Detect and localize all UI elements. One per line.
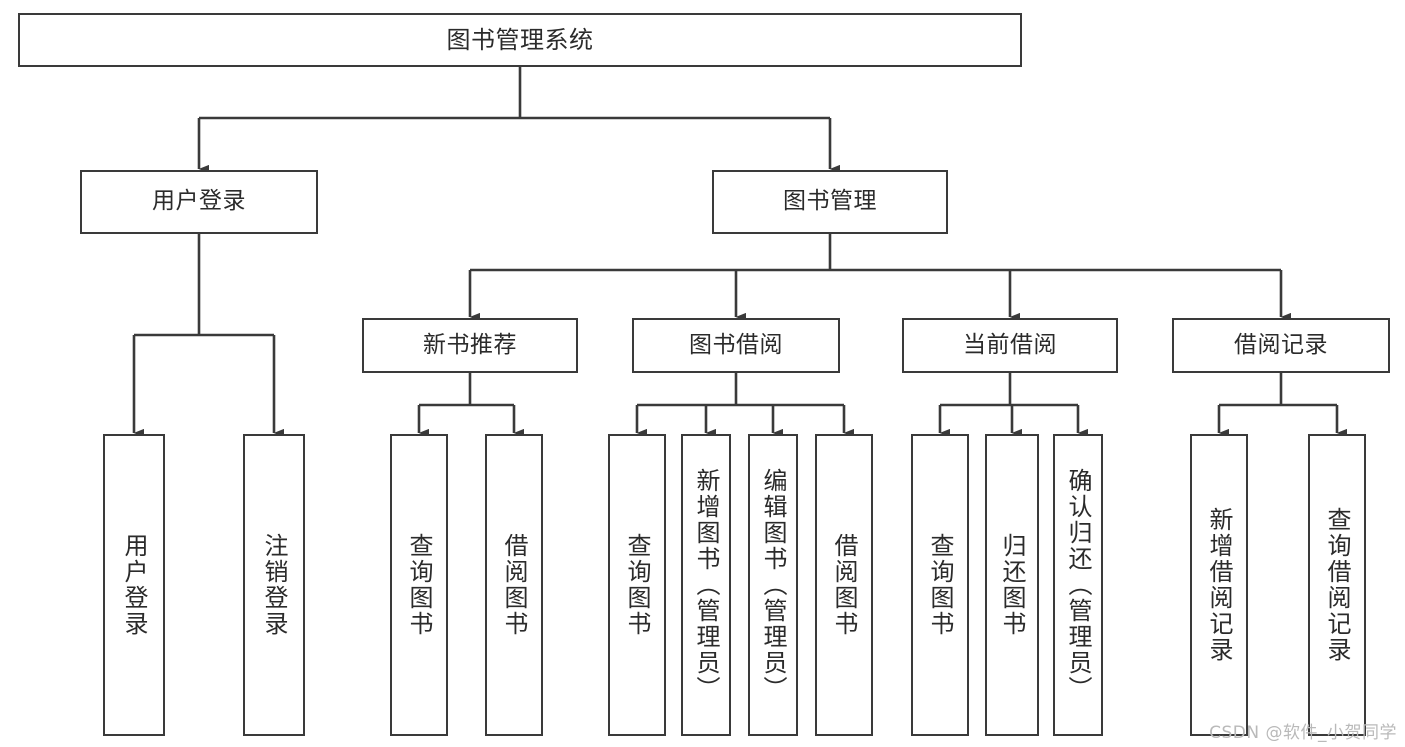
node-label: 图书管理 (783, 188, 877, 215)
node-label: 当前借阅 (963, 331, 1057, 358)
node-level2[interactable]: 用户登录 (80, 170, 318, 234)
node-label: 借阅图书 (830, 533, 858, 637)
node-label: 借阅记录 (1234, 331, 1328, 358)
node-label: 图书管理系统 (446, 25, 594, 54)
node-label: 查询图书 (926, 533, 954, 637)
node-leaf[interactable]: 编辑图书（管理员） (748, 434, 798, 736)
node-label: 图书借阅 (689, 331, 783, 358)
node-label: 查询图书 (405, 533, 433, 637)
node-label: 新增图书（管理员） (692, 468, 720, 702)
node-level3[interactable]: 图书借阅 (632, 318, 840, 373)
node-label: 新增借阅记录 (1205, 507, 1233, 663)
node-leaf[interactable]: 查询图书 (390, 434, 448, 736)
node-level2[interactable]: 图书管理 (712, 170, 948, 234)
node-leaf[interactable]: 注销登录 (243, 434, 305, 736)
node-level3[interactable]: 新书推荐 (362, 318, 578, 373)
node-leaf[interactable]: 新增借阅记录 (1190, 434, 1248, 736)
node-leaf[interactable]: 确认归还（管理员） (1053, 434, 1103, 736)
node-level3[interactable]: 当前借阅 (902, 318, 1118, 373)
connector-layer (132, 67, 1348, 438)
node-label: 借阅图书 (500, 533, 528, 637)
node-label: 新书推荐 (423, 331, 517, 358)
node-leaf[interactable]: 新增图书（管理员） (681, 434, 731, 736)
node-root[interactable]: 图书管理系统 (18, 13, 1022, 67)
node-label: 用户登录 (152, 188, 246, 215)
node-label: 归还图书 (998, 533, 1026, 637)
node-label: 确认归还（管理员） (1064, 468, 1092, 702)
node-leaf[interactable]: 借阅图书 (815, 434, 873, 736)
node-label: 查询图书 (623, 533, 651, 637)
node-label: 查询借阅记录 (1323, 507, 1351, 663)
node-leaf[interactable]: 查询借阅记录 (1308, 434, 1366, 736)
node-leaf[interactable]: 查询图书 (911, 434, 969, 736)
node-leaf[interactable]: 查询图书 (608, 434, 666, 736)
node-level3[interactable]: 借阅记录 (1172, 318, 1390, 373)
node-label: 编辑图书（管理员） (759, 468, 787, 702)
node-label: 用户登录 (120, 533, 148, 637)
node-leaf[interactable]: 用户登录 (103, 434, 165, 736)
node-leaf[interactable]: 借阅图书 (485, 434, 543, 736)
node-leaf[interactable]: 归还图书 (985, 434, 1039, 736)
node-label: 注销登录 (260, 533, 288, 637)
